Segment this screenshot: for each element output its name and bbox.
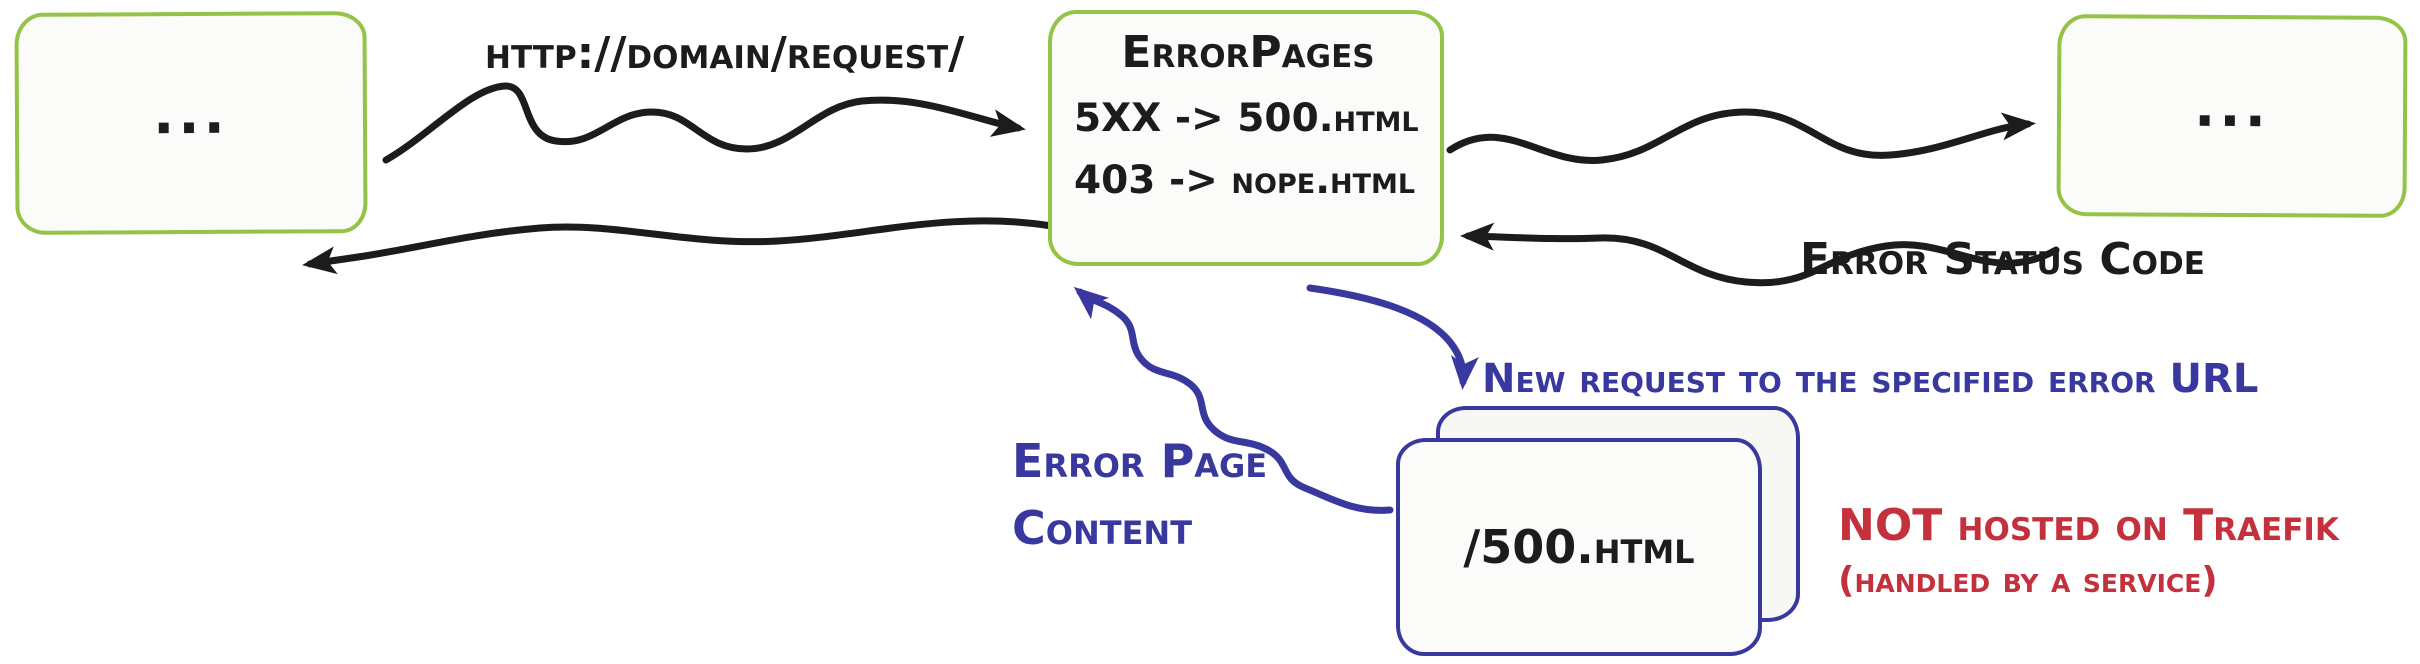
new-request-arrow xyxy=(1306,284,1479,390)
middleware-rule-403: 403 -> nope.html xyxy=(1074,158,1416,204)
middleware-rule-5xx: 5XX -> 500.html xyxy=(1074,95,1419,141)
forward-request-arrow xyxy=(1446,108,2036,164)
errorpages-middleware-box: ErrorPages 5XX -> 500.html 403 -> nope.h… xyxy=(1048,10,1444,266)
middleware-title: ErrorPages xyxy=(1121,27,1375,78)
client-box: ... xyxy=(14,11,368,235)
not-hosted-label: NOT hosted on Traefik xyxy=(1838,500,2339,551)
error-page-content-line2: Content xyxy=(1012,500,1193,555)
error-page-file-label: /500.html xyxy=(1463,520,1695,574)
request-arrow xyxy=(382,82,1026,164)
handled-by-service-label: (handled by a service) xyxy=(1838,560,2218,601)
error-status-code-label: Error Status Code xyxy=(1800,234,2205,285)
response-arrow xyxy=(302,217,1056,275)
client-box-label: ... xyxy=(152,81,230,148)
error-page-content-line1: Error Page xyxy=(1012,434,1268,488)
error-page-content-label: Error Page Content xyxy=(1012,428,1267,561)
error-page-box: /500.html xyxy=(1396,438,1762,656)
service-box-label: ... xyxy=(2193,74,2271,141)
service-box: ... xyxy=(2056,14,2408,218)
new-request-label: New request to the specified error URL xyxy=(1482,356,2259,402)
request-url-label: http://domain/request/ xyxy=(485,28,965,79)
